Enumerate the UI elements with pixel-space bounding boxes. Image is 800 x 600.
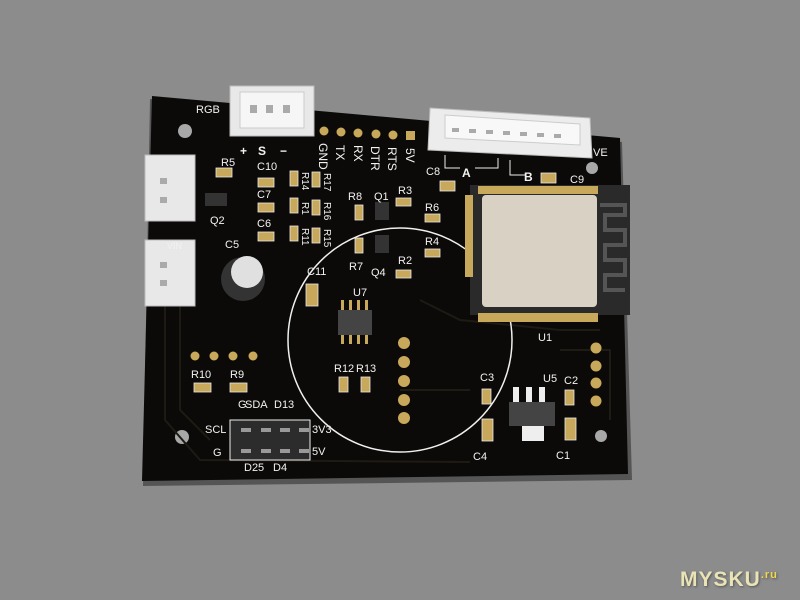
label-vin: VIN bbox=[167, 241, 183, 251]
ref-c9: C9 bbox=[570, 174, 585, 186]
smd-components bbox=[193, 167, 577, 442]
io-label-d13: D13 bbox=[274, 399, 295, 411]
ref-c3: C3 bbox=[480, 372, 495, 384]
ref-c6: C6 bbox=[257, 218, 272, 230]
ref-c5: C5 bbox=[225, 239, 240, 251]
ref-c7: C7 bbox=[257, 189, 272, 201]
ref-r12: R12 bbox=[334, 363, 355, 375]
ref-c11: C11 bbox=[307, 266, 327, 278]
ref-c10: C10 bbox=[257, 161, 278, 173]
seven-pin-connector[interactable] bbox=[427, 107, 593, 159]
ref-r8: R8 bbox=[348, 191, 363, 203]
ref-r11: R11 bbox=[299, 228, 310, 246]
ref-c1: C1 bbox=[556, 450, 571, 462]
ref-r15: R15 bbox=[321, 229, 332, 248]
outline-circle bbox=[287, 227, 513, 453]
electrolytic-capacitor-c5 bbox=[221, 256, 265, 301]
vin-connector[interactable] bbox=[144, 239, 196, 307]
mounting-hole bbox=[175, 430, 189, 444]
mounting-hole bbox=[595, 430, 607, 442]
ref-r7: R7 bbox=[349, 261, 364, 273]
ref-c4: C4 bbox=[473, 451, 488, 463]
watermark-suffix: .ru bbox=[760, 569, 778, 581]
ab-silkscreen-bracket bbox=[475, 158, 499, 169]
label-b: B bbox=[524, 170, 533, 184]
ref-u5: U5 bbox=[543, 373, 558, 385]
label-ve: VE bbox=[593, 147, 608, 159]
io-label-g-top: G bbox=[238, 399, 247, 411]
pin-label-rx: RX bbox=[351, 145, 365, 162]
left-connector-top[interactable] bbox=[144, 154, 196, 222]
rgb-connector[interactable] bbox=[229, 85, 315, 137]
io-label-sda: SDA bbox=[245, 399, 268, 411]
ref-c8: C8 bbox=[426, 166, 441, 178]
io-label-g: G bbox=[213, 447, 222, 459]
label-minus: − bbox=[280, 144, 288, 158]
ref-r5: R5 bbox=[221, 157, 236, 169]
ref-r10: R10 bbox=[191, 369, 212, 381]
ref-r9: R9 bbox=[230, 369, 245, 381]
serial-header-pads bbox=[319, 126, 415, 140]
watermark-text: MYSKU bbox=[680, 568, 761, 591]
ref-q1: Q1 bbox=[374, 191, 389, 203]
io-label-d4: D4 bbox=[273, 462, 288, 474]
label-rgb: RGB bbox=[196, 104, 220, 116]
ref-r14: R14 bbox=[299, 172, 310, 191]
ref-r16: R16 bbox=[321, 202, 332, 221]
mounting-hole bbox=[586, 162, 598, 174]
ref-r17: R17 bbox=[321, 173, 332, 192]
pin-label-dtr: DTR bbox=[368, 146, 382, 171]
io-label-5v: 5V bbox=[312, 446, 326, 458]
ref-u1: U1 bbox=[538, 332, 553, 344]
ref-r4: R4 bbox=[425, 236, 440, 248]
regulator-u5 bbox=[509, 387, 555, 441]
label-plus: + bbox=[240, 144, 248, 158]
ab-silkscreen-bracket bbox=[509, 160, 525, 176]
ref-r13: R13 bbox=[356, 363, 377, 375]
pin-label-gnd: GND bbox=[316, 143, 330, 170]
chip-u7 bbox=[338, 300, 372, 344]
io-pin-header[interactable] bbox=[229, 419, 311, 461]
ref-r6: R6 bbox=[425, 202, 440, 214]
ref-u7: U7 bbox=[353, 287, 368, 299]
label-s: S bbox=[258, 144, 267, 158]
ref-q4: Q4 bbox=[371, 267, 386, 279]
wifi-module-u1 bbox=[465, 185, 630, 322]
ref-c2: C2 bbox=[564, 375, 579, 387]
ref-r1: R1 bbox=[299, 202, 310, 215]
watermark-logo: MYSKU.ru bbox=[680, 568, 778, 592]
transistors bbox=[205, 193, 389, 253]
ref-r2: R2 bbox=[398, 255, 413, 267]
pin-label-rts: RTS bbox=[385, 147, 399, 171]
pin-label-5v: 5V bbox=[403, 148, 417, 163]
traces bbox=[164, 299, 611, 463]
ab-silkscreen-bracket bbox=[444, 155, 460, 169]
mounting-hole bbox=[178, 124, 192, 138]
io-label-scl: SCL bbox=[205, 424, 227, 436]
label-a: A bbox=[462, 166, 471, 180]
io-label-3v3: 3V3 bbox=[312, 424, 332, 436]
ref-q2: Q2 bbox=[210, 215, 225, 227]
through-hole-pads bbox=[190, 337, 602, 424]
ref-r3: R3 bbox=[398, 185, 413, 197]
pin-label-tx: TX bbox=[333, 145, 347, 161]
io-label-d25: D25 bbox=[244, 462, 265, 474]
